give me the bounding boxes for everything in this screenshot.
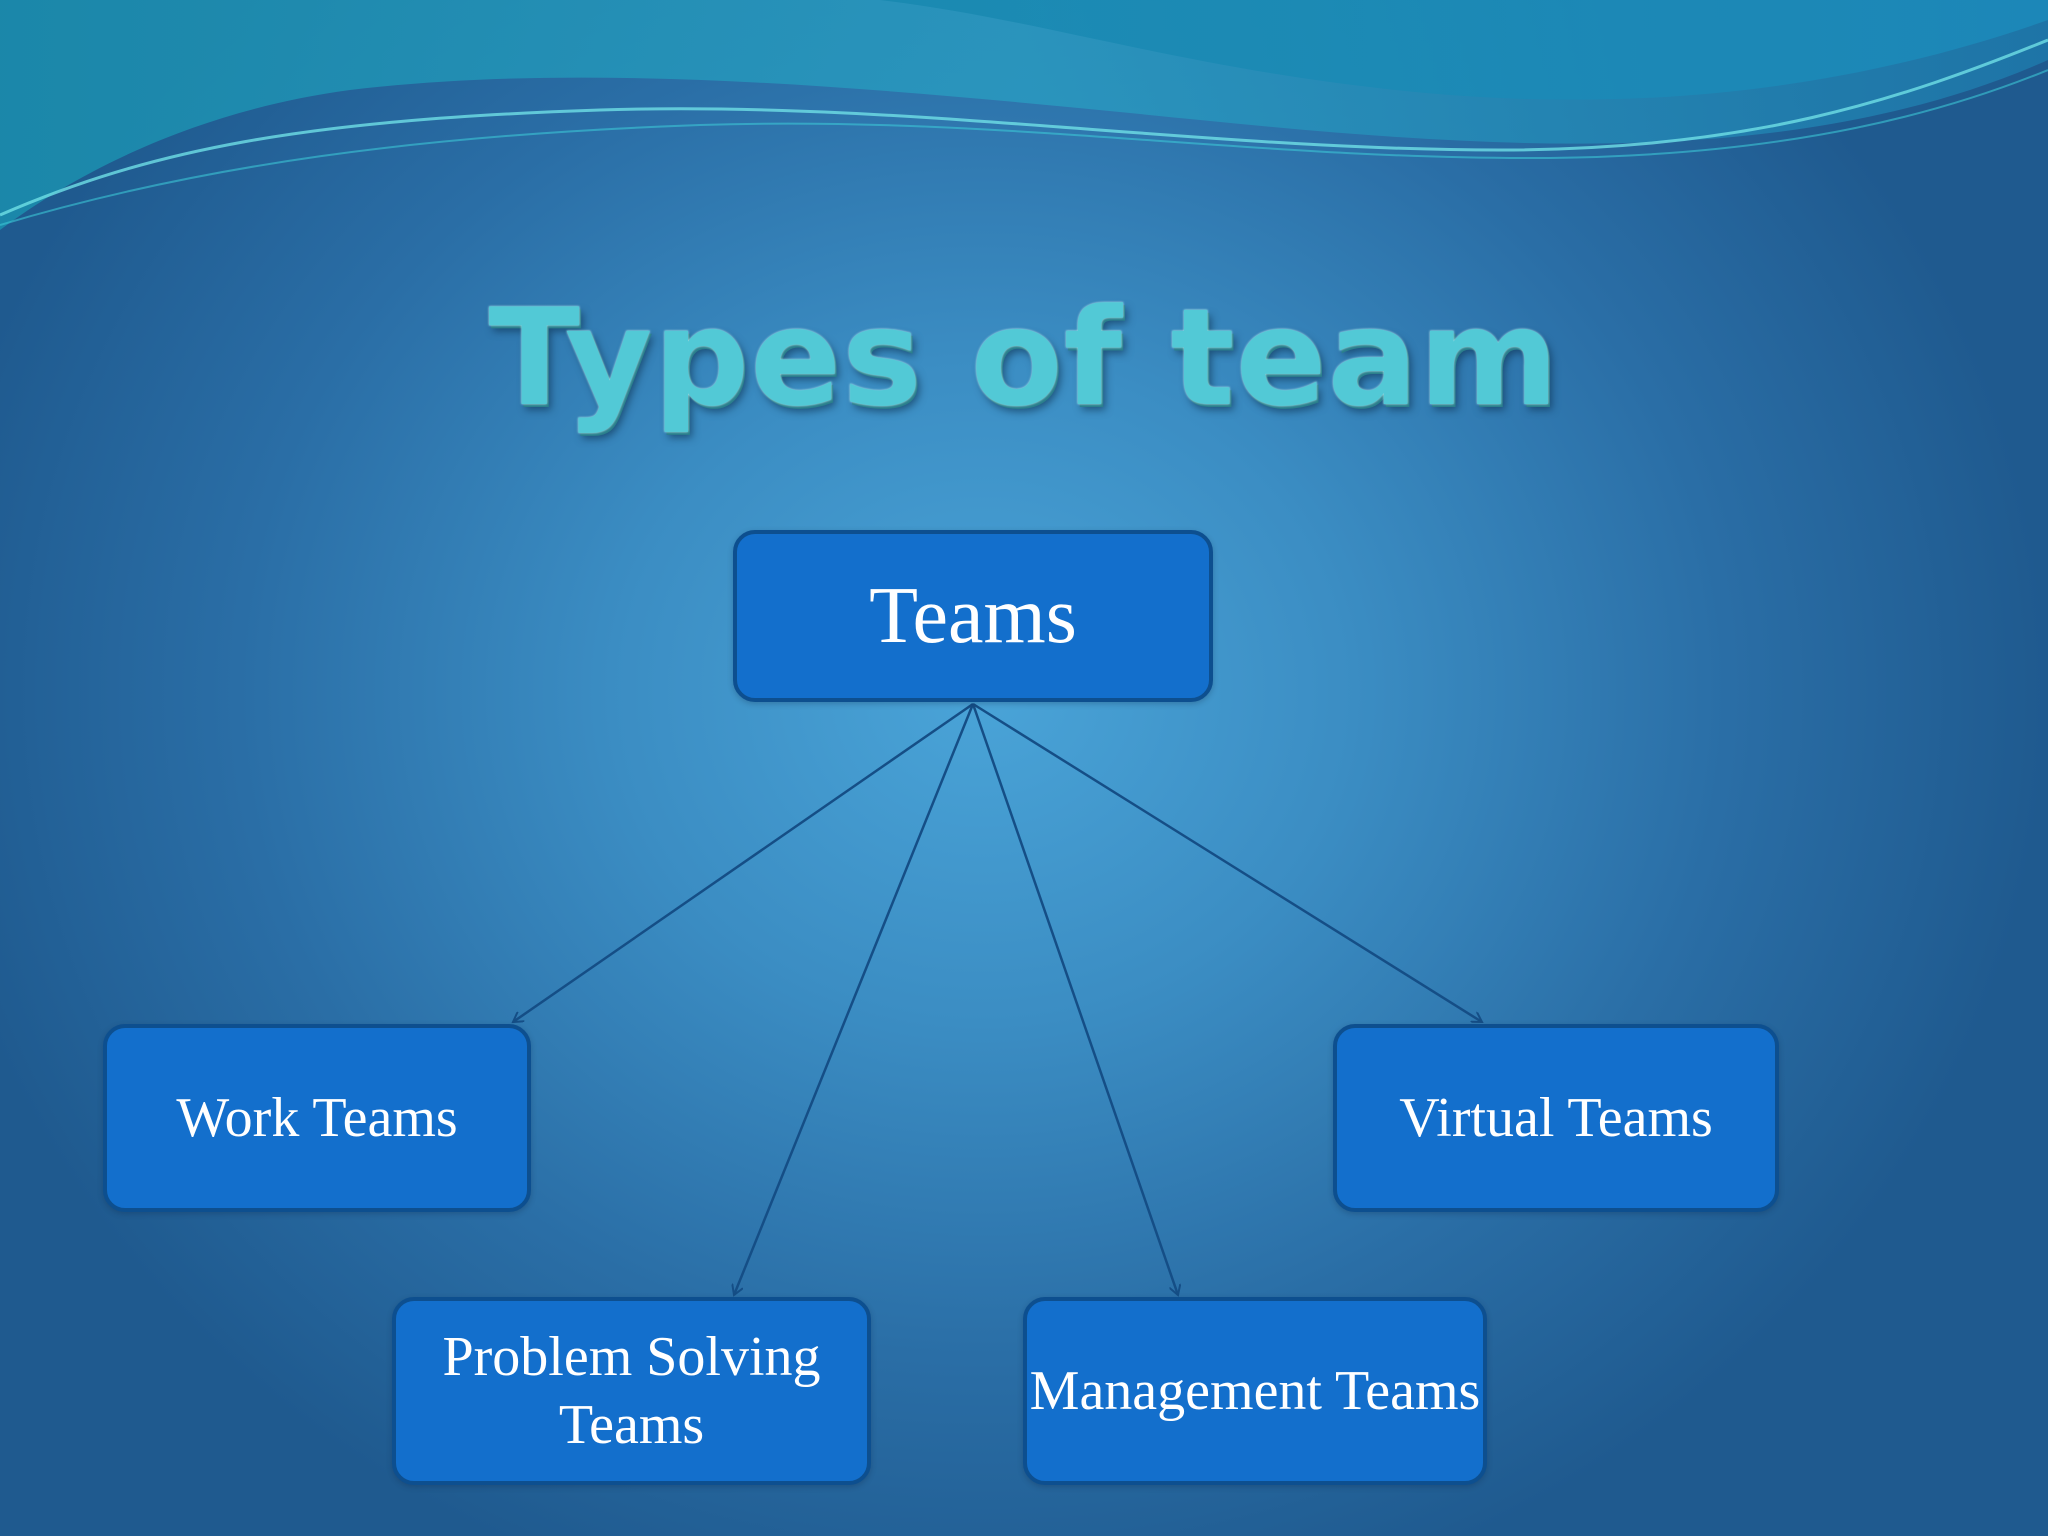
node-virtual-teams: Virtual Teams xyxy=(1333,1024,1779,1212)
wave-highlight-line xyxy=(0,38,2048,217)
node-problem-solving-teams-label: Problem Solving Teams xyxy=(442,1326,821,1456)
wave-highlight-line-2 xyxy=(0,69,2048,226)
connector-to-management-teams xyxy=(971,703,1178,1295)
wave-band-front xyxy=(0,0,2048,100)
decorative-wave-header xyxy=(0,0,2048,230)
node-problem-solving-teams: Problem Solving Teams xyxy=(392,1297,871,1485)
node-management-teams-label: Management Teams xyxy=(1029,1360,1481,1422)
node-teams: Teams xyxy=(733,530,1213,702)
connector-to-problem-solving-teams xyxy=(734,703,975,1295)
node-virtual-teams-label: Virtual Teams xyxy=(1399,1087,1713,1149)
node-work-teams-label: Work Teams xyxy=(176,1087,458,1149)
node-work-teams: Work Teams xyxy=(103,1024,531,1212)
node-management-teams: Management Teams xyxy=(1023,1297,1487,1485)
connector-to-virtual-teams xyxy=(972,702,1482,1024)
node-teams-label: Teams xyxy=(869,571,1077,660)
connector-to-work-teams xyxy=(513,702,974,1022)
slide-title: Types of team xyxy=(488,280,1560,436)
